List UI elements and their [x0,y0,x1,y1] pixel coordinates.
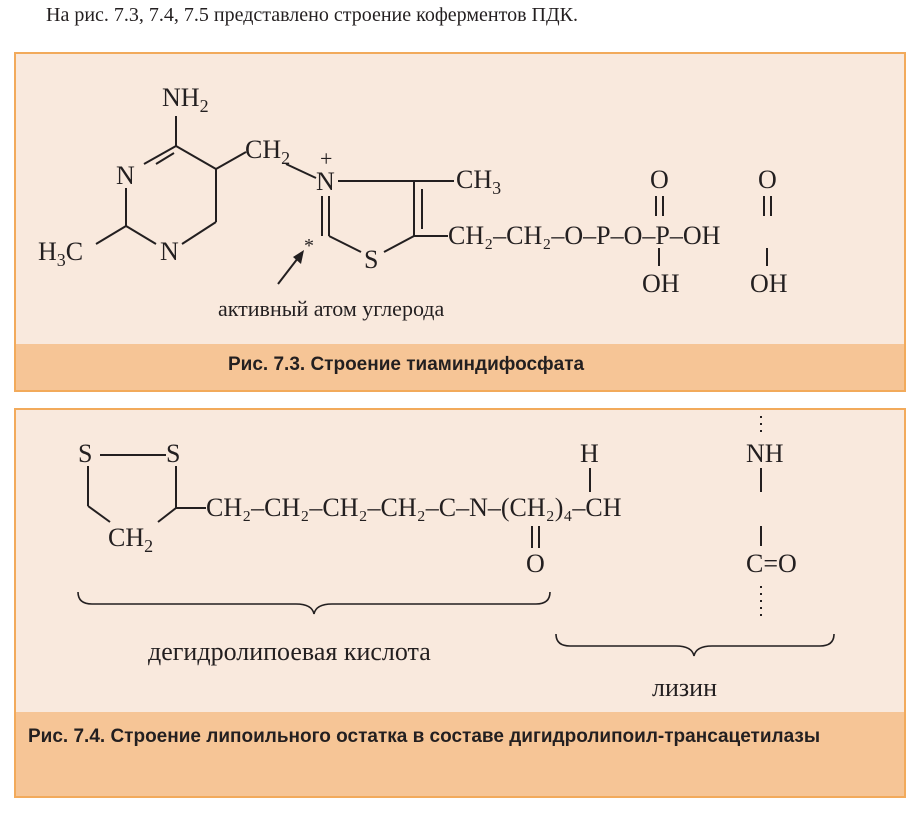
svg-text:O: O [650,165,669,194]
figure-lipoyl-residue: S S CH2 CH₂–CH₂–CH₂–CH₂–C–N–(CH₂)₄–CH H … [14,408,906,798]
figure-caption-7-4: Рис. 7.4. Строение липоильного остатка в… [16,712,904,796]
svg-text:O: O [758,165,777,194]
svg-text:OH: OH [750,269,788,298]
svg-text:активный атом углерода: активный атом углерода [218,296,444,321]
svg-text:N: N [316,167,335,196]
svg-text:NH2: NH2 [162,83,209,116]
svg-text:N: N [160,237,179,266]
svg-text:дегидролипоевая кислота: дегидролипоевая кислота [148,637,431,666]
svg-text:C=O: C=O [746,549,797,578]
braces [77,591,835,657]
svg-text:S: S [364,245,378,274]
active-atom-arrow-head [293,250,304,264]
svg-text:H: H [580,439,599,468]
svg-text:лизин: лизин [652,673,717,702]
figure-thiamine-diphosphate: NH2 CH2 N N H3C N + S * CH3 CH₂–CH₂–O–P–… [14,52,906,392]
thiamine-structure-diagram: NH2 CH2 N N H3C N + S * CH3 CH₂–CH₂–O–P–… [38,83,788,321]
thiamine-bonds [95,116,772,266]
intro-text: На рис. 7.3, 7.4, 7.5 представлено строе… [46,4,578,26]
svg-text:H3C: H3C [38,237,83,270]
svg-text:OH: OH [642,269,680,298]
svg-text:CH2: CH2 [245,135,290,168]
svg-text:O: O [526,549,545,578]
figure-caption-7-3: Рис. 7.3. Строение тиаминдифосфата [16,344,904,390]
svg-text:N: N [116,161,135,190]
active-atom-arrow-line [277,257,299,285]
svg-text:NH: NH [746,439,784,468]
lipoyl-bonds [87,454,762,548]
svg-text:CH₂–CH₂–O–P–O–P–OH: CH₂–CH₂–O–P–O–P–OH [448,221,721,250]
svg-text:+: + [320,146,332,171]
svg-text:CH3: CH3 [456,165,501,198]
svg-text:CH₂–CH₂–CH₂–CH₂–C–N–(CH₂)₄–CH: CH₂–CH₂–CH₂–CH₂–C–N–(CH₂)₄–CH [206,493,622,522]
svg-text:S: S [166,439,180,468]
lipoyl-structure-diagram: S S CH2 CH₂–CH₂–CH₂–CH₂–C–N–(CH₂)₄–CH H … [77,416,835,702]
svg-text:S: S [78,439,92,468]
svg-text:CH2: CH2 [108,523,153,556]
svg-text:*: * [304,235,314,257]
